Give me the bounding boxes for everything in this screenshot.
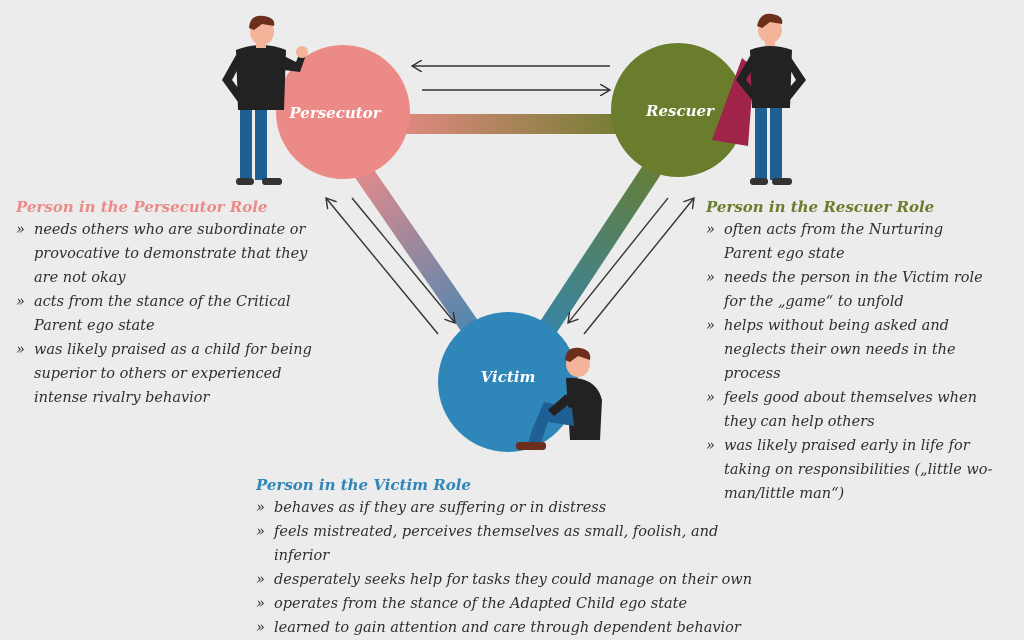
list-item: helps without being asked and neglects t…: [706, 314, 996, 386]
rescuer-list: often acts from the Nurturing Parent ego…: [706, 218, 996, 506]
rescuer-node-label: Rescuer: [645, 102, 715, 120]
drama-triangle-diagram: Persecutor Rescuer Victim: [222, 13, 806, 452]
persecutor-description: Person in the Persecutor Role needs othe…: [16, 196, 316, 410]
list-item: acts from the stance of the Critical Par…: [16, 290, 316, 338]
rescuer-heading: Person in the Rescuer Role: [706, 198, 935, 216]
persecutor-figure-icon: [222, 15, 308, 185]
list-item: needs others who are subordinate or prov…: [16, 218, 316, 290]
rescuer-figure-icon: [712, 13, 806, 185]
persecutor-heading: Person in the Persecutor Role: [16, 198, 268, 216]
arrow-victim-to-rescuer: [583, 198, 694, 335]
persecutor-node: [276, 45, 410, 179]
list-item: was likely praised as a child for being …: [16, 338, 316, 410]
arrow-victim-to-persecutor: [326, 198, 439, 335]
list-item: operates from the stance of the Adapted …: [256, 592, 776, 616]
list-item: desperately seeks help for tasks they co…: [256, 568, 776, 592]
list-item: often acts from the Nurturing Parent ego…: [706, 218, 996, 266]
rescuer-description: Person in the Rescuer Role often acts fr…: [706, 196, 996, 506]
persecutor-list: needs others who are subordinate or prov…: [16, 218, 316, 410]
list-item: behaves as if they are suffering or in d…: [256, 496, 776, 520]
victim-node-label: Victim: [481, 368, 536, 386]
list-item: needs the person in the Victim role for …: [706, 266, 996, 314]
victim-heading: Person in the Victim Role: [256, 476, 471, 494]
arrow-rescuer-to-victim: [568, 197, 669, 323]
list-item: learned to gain attention and care throu…: [256, 616, 776, 640]
arrow-persecutor-to-victim: [351, 197, 455, 323]
rescuer-node: [611, 43, 745, 177]
connector-persecutor-rescuer: [380, 114, 640, 134]
list-item: feels good about themselves when they ca…: [706, 386, 996, 434]
persecutor-node-label: Persecutor: [288, 104, 381, 122]
list-item: feels mistreated, perceives themselves a…: [256, 520, 776, 568]
victim-figure-icon: [516, 347, 602, 450]
victim-description: Person in the Victim Role behaves as if …: [256, 474, 776, 640]
victim-list: behaves as if they are suffering or in d…: [256, 496, 776, 640]
